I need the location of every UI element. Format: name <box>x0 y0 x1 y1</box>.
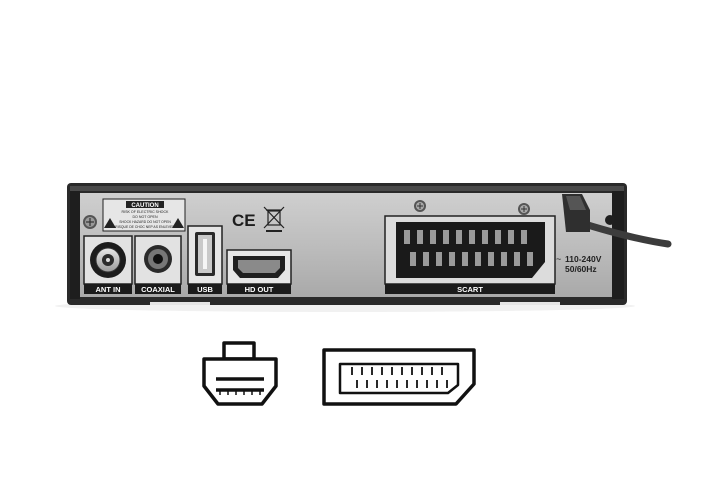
caution-line: RISK OF ELECTRIC SHOCK <box>122 210 170 214</box>
warning-triangle-icon <box>104 218 116 228</box>
warning-triangle-icon <box>172 218 184 228</box>
usb-port[interactable] <box>187 225 223 285</box>
screw-scart-right <box>518 203 530 215</box>
hd-out-port[interactable] <box>226 249 292 285</box>
scart-pin <box>508 230 514 244</box>
coaxial-label: COAXIAL <box>141 285 175 294</box>
coaxial-port[interactable] <box>134 235 182 285</box>
scart-pin <box>449 252 455 266</box>
hdmi-connector-icon <box>202 341 278 406</box>
scart-pin <box>527 252 533 266</box>
caution-label: CAUTION RISK OF ELECTRIC SHOCK DO NOT OP… <box>102 198 186 232</box>
weee-bin-icon <box>263 206 285 232</box>
scart-pin <box>436 252 442 266</box>
scart-pin <box>521 230 527 244</box>
scart-pin <box>404 230 410 244</box>
scart-pin <box>456 230 462 244</box>
power-frequency: 50/60Hz <box>565 264 597 274</box>
usb-label: USB <box>197 285 213 294</box>
screw-scart-left <box>414 200 426 212</box>
scart-pin <box>430 230 436 244</box>
port-label-bar <box>385 284 555 294</box>
caution-title: CAUTION <box>131 203 158 209</box>
scart-pin <box>443 230 449 244</box>
caution-line: RISQUE DE CHOC NEP AS ENLEVER <box>115 225 175 229</box>
screw-left <box>83 215 97 229</box>
caution-line: DO NOT OPEN <box>132 215 157 219</box>
scart-pin <box>495 230 501 244</box>
scart-pin <box>488 252 494 266</box>
power-tilde: ~ <box>556 254 561 264</box>
power-voltage: 110-240V <box>565 254 602 264</box>
scart-label: SCART <box>457 285 483 294</box>
port-label-bar <box>227 284 291 294</box>
scart-pin <box>410 252 416 266</box>
port-label-bar <box>84 284 132 294</box>
scart-pin <box>475 252 481 266</box>
scart-connector-icon <box>322 348 476 406</box>
ant-in-port[interactable] <box>83 235 133 285</box>
port-label-bar <box>135 284 181 294</box>
scart-pin <box>417 230 423 244</box>
port-label-bar <box>188 284 222 294</box>
scart-pin <box>469 230 475 244</box>
power-cable <box>562 194 672 248</box>
scart-port[interactable] <box>384 215 556 285</box>
ant-in-label: ANT IN <box>96 285 121 294</box>
scart-pin <box>423 252 429 266</box>
caution-line: SHOCK HAZARD DO NOT OPEN <box>119 220 171 224</box>
scart-pin <box>501 252 507 266</box>
scart-pin <box>462 252 468 266</box>
ce-mark: CE <box>232 211 256 230</box>
scart-pin <box>514 252 520 266</box>
hd-out-label: HD OUT <box>245 285 274 294</box>
scart-pin <box>482 230 488 244</box>
